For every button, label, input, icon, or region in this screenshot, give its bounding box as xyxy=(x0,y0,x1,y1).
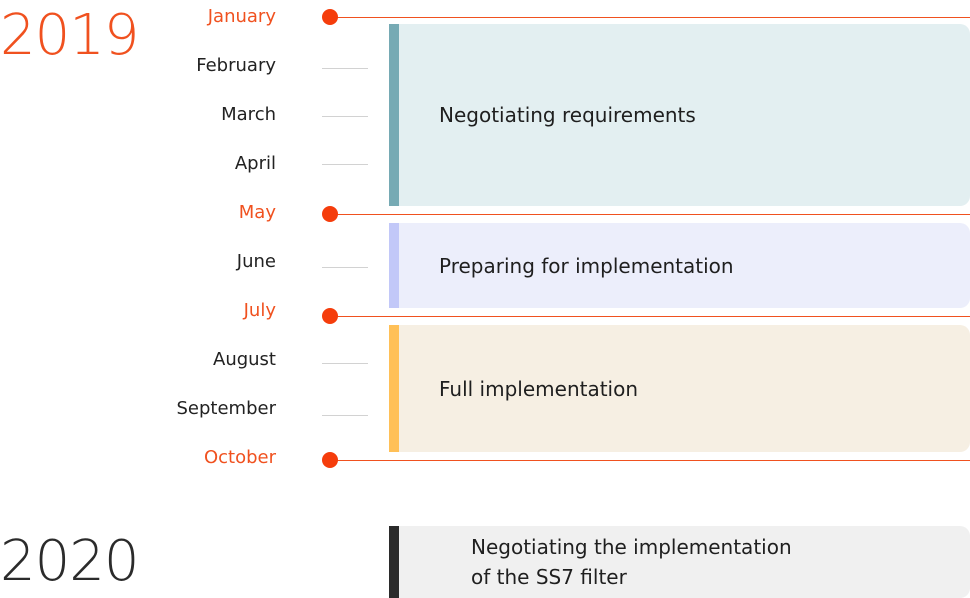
milestone-line-july xyxy=(330,316,970,317)
month-march: March xyxy=(221,104,276,125)
phase-label: Full implementation xyxy=(439,376,639,401)
milestone-dot-january xyxy=(322,9,338,25)
milestone-dot-may xyxy=(322,206,338,222)
tick-april xyxy=(322,164,368,165)
phase-label: Negotiating the implementation of the SS… xyxy=(471,532,792,592)
phase-negotiating-requirements: Negotiating requirements xyxy=(389,24,970,206)
month-september: September xyxy=(176,398,277,419)
milestone-line-may xyxy=(330,214,970,215)
phase-full-implementation: Full implementation xyxy=(389,325,970,452)
tick-june xyxy=(322,267,368,268)
tick-august xyxy=(322,363,368,364)
tick-february xyxy=(322,68,368,69)
milestone-line-october xyxy=(330,460,970,461)
month-april: April xyxy=(234,153,276,174)
month-may: May xyxy=(238,202,276,223)
tick-march xyxy=(322,116,368,117)
milestone-line-january xyxy=(330,17,970,18)
milestone-dot-october xyxy=(322,452,338,468)
phase-accent-bar xyxy=(389,24,399,206)
month-july: July xyxy=(243,300,276,321)
tick-september xyxy=(322,415,368,416)
month-june: June xyxy=(236,251,276,272)
month-october: October xyxy=(203,447,276,468)
phase-label: Negotiating requirements xyxy=(439,103,696,127)
phase-accent-bar xyxy=(389,526,399,598)
phase-ss7-filter: Negotiating the implementation of the SS… xyxy=(389,526,970,598)
month-august: August xyxy=(213,349,276,370)
phase-preparing-implementation: Preparing for implementation xyxy=(389,223,970,308)
phase-accent-bar xyxy=(389,325,399,452)
month-february: February xyxy=(196,55,276,76)
phase-label: Preparing for implementation xyxy=(439,253,734,278)
year-2019-label: 2019 xyxy=(0,3,140,68)
phase-label-line-1: Negotiating the implementation xyxy=(471,535,792,559)
month-january: January xyxy=(207,6,276,27)
phase-accent-bar xyxy=(389,223,399,308)
phase-label-line-2: of the SS7 filter xyxy=(471,565,627,589)
milestone-dot-july xyxy=(322,308,338,324)
year-2020-label: 2020 xyxy=(0,529,140,594)
